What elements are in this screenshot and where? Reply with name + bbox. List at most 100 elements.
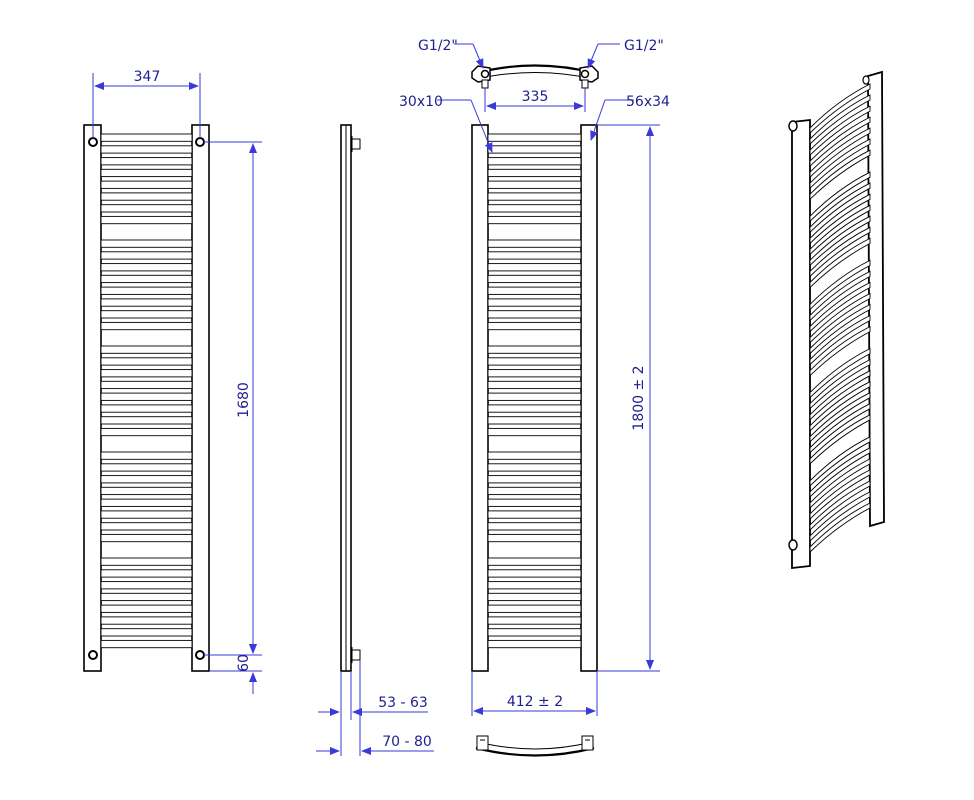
front-rail [100, 180, 193, 189]
rear-rail [487, 215, 582, 225]
front-rail [100, 192, 193, 201]
connection-left-label: G1/2" [418, 38, 458, 54]
front-rail [100, 298, 193, 307]
perspective-rail [809, 480, 871, 531]
rear-rail [487, 569, 582, 578]
perspective-rail [809, 281, 871, 333]
front-rail [100, 510, 193, 519]
rear-rail [487, 416, 582, 425]
rear-rail [487, 628, 582, 637]
perspective-rail [809, 458, 871, 509]
front-rail [100, 427, 193, 437]
depth-53-63-label: 53 - 63 [378, 695, 428, 711]
front-rail [100, 380, 193, 390]
rear-rail [487, 404, 582, 413]
front-rail [100, 498, 193, 507]
perspective-rail [809, 447, 871, 498]
front-rail [100, 569, 193, 578]
front-rail [100, 133, 193, 142]
front-rail [100, 239, 193, 248]
front-rail [100, 345, 193, 354]
depth-70-80-label: 70 - 80 [382, 734, 432, 750]
front-rail [100, 592, 193, 602]
front-rail [100, 263, 193, 272]
bottom-plan-view [475, 735, 595, 757]
perspective-rail [809, 436, 871, 487]
rear-rail [487, 157, 582, 166]
perspective-rail [809, 325, 871, 377]
rear-rail [487, 463, 582, 472]
rear-rail [487, 239, 582, 248]
rear-rail [487, 533, 582, 543]
front-rail [100, 215, 193, 225]
front-rail [100, 357, 193, 366]
front-rail [100, 404, 193, 413]
rear-rail [487, 321, 582, 331]
rear-rail [487, 192, 582, 201]
perspective-rail [809, 83, 871, 135]
front-rail [100, 145, 193, 154]
perspective-rail [809, 358, 871, 410]
front-left-frame [83, 124, 102, 672]
perspective-rail [809, 369, 871, 421]
perspective-rail [809, 491, 871, 542]
front-rail [100, 251, 193, 260]
perspective-rail [809, 292, 871, 344]
rear-rail [487, 145, 582, 154]
offset-60-label: 60 [236, 654, 252, 672]
mount-hole-bottom-left [88, 650, 98, 660]
front-rail [100, 486, 193, 496]
perspective-rail [809, 127, 871, 179]
front-rail [100, 557, 193, 566]
bottom-left-bracket [476, 735, 489, 751]
perspective-rail [809, 270, 871, 322]
front-rail [100, 168, 193, 178]
connection-left-icon [480, 69, 490, 79]
connection-right-label: G1/2" [624, 38, 664, 54]
rear-rail [487, 263, 582, 272]
rear-rail [487, 592, 582, 602]
connection-right-icon [580, 69, 590, 79]
spacing-335-label: 335 [522, 89, 549, 105]
perspective-rail [809, 402, 871, 454]
perspective-rail [809, 391, 871, 443]
front-rail [100, 616, 193, 625]
front-rail [100, 533, 193, 543]
perspective-rail [809, 105, 871, 157]
rear-rail [487, 451, 582, 460]
front-rail [100, 310, 193, 319]
rail-profile-label: 30x10 [399, 94, 443, 110]
perspective-rail [809, 193, 871, 245]
rear-rail [487, 522, 582, 531]
front-rail [100, 392, 193, 401]
front-rail [100, 475, 193, 484]
top-plan-view: G1/2" G1/2" 335 [418, 38, 664, 112]
front-rails [100, 133, 193, 649]
perspective-rail [809, 469, 871, 520]
front-rail [100, 321, 193, 331]
perspective-rail [809, 149, 871, 201]
perspective-rail [809, 138, 871, 190]
front-right-frame [191, 124, 210, 672]
perspective-rail [809, 347, 871, 399]
front-rail [100, 204, 193, 213]
width-347-label: 347 [134, 69, 161, 85]
front-rail [100, 581, 193, 590]
rear-rail [487, 510, 582, 519]
front-view: 347 1680 60 [83, 69, 262, 694]
front-rail [100, 451, 193, 460]
rear-rail [487, 369, 582, 378]
front-rail [100, 157, 193, 166]
rear-rails [487, 133, 582, 649]
perspective-rail [809, 226, 871, 278]
front-rail [100, 416, 193, 425]
perspective-back-frame [791, 118, 811, 570]
front-rail [100, 463, 193, 472]
rear-rail [487, 498, 582, 507]
front-rail [100, 274, 193, 284]
perspective-rail [809, 414, 871, 465]
perspective-rail [809, 502, 871, 554]
height-1680-label: 1680 [236, 382, 252, 418]
rear-rail [487, 581, 582, 590]
